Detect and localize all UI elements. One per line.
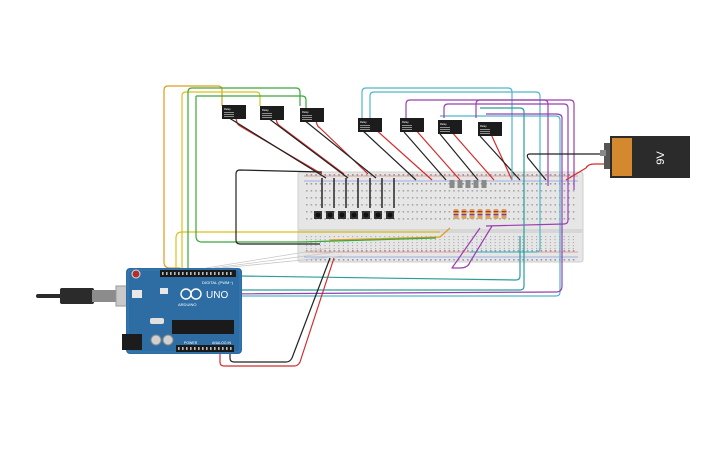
wire-purple-4 — [475, 99, 575, 190]
relay-7[interactable]: Relay — [478, 122, 502, 136]
wire-purple-3 — [209, 113, 563, 295]
battery-label: 9V — [655, 151, 667, 165]
relay-label: Relay — [480, 124, 487, 128]
relay-1[interactable]: Relay — [222, 105, 246, 119]
wire-battery-black — [526, 153, 604, 181]
relay-label: Relay — [440, 122, 447, 126]
resistor-2 — [461, 209, 467, 219]
wire-green-2 — [195, 95, 437, 243]
arduino-uno-board[interactable]: UNO ARDUINO DIGITAL (PWM~) POWER ANALOG … — [122, 268, 242, 354]
pushbutton-7[interactable] — [386, 211, 394, 219]
relay-label: Relay — [302, 110, 309, 114]
wire-cyan-3 — [200, 115, 561, 297]
arduino-digital-label: DIGITAL (PWM~) — [202, 280, 234, 285]
wire-battery-red — [565, 163, 604, 181]
arduino-power-label: POWER — [184, 341, 198, 345]
breadboard-holes — [306, 174, 575, 261]
wire-black-ground — [235, 169, 323, 245]
wire-yellow — [181, 91, 261, 270]
relay-label: Relay — [262, 108, 269, 112]
transistors — [449, 180, 487, 188]
relay-label: Relay — [402, 120, 409, 124]
resistor-1 — [453, 209, 459, 219]
wire-arduino-red — [219, 257, 335, 367]
relay-3[interactable]: Relay — [300, 108, 324, 122]
relay-4[interactable]: Relay — [358, 118, 382, 132]
resistor-5 — [485, 209, 491, 219]
wire-cyan — [361, 87, 513, 180]
relay-label: Relay — [224, 107, 231, 111]
wire-teal — [210, 107, 525, 291]
transistor-4 — [473, 180, 479, 188]
wire-orange — [163, 85, 223, 269]
arduino-analog-label: ANALOG IN — [212, 341, 232, 345]
pushbutton-4[interactable] — [350, 211, 358, 219]
pushbutton-3[interactable] — [338, 211, 346, 219]
usb-cable — [36, 285, 139, 307]
wire-green — [187, 87, 301, 272]
transistor-2 — [457, 180, 463, 188]
wire-orange-2 — [329, 227, 451, 241]
vertical-leads — [321, 178, 395, 208]
resistor-7 — [501, 209, 507, 219]
wire-cyan-2 — [369, 91, 541, 253]
transistor-5 — [481, 180, 487, 188]
relay-6[interactable]: Relay — [438, 120, 462, 134]
resistors — [453, 209, 507, 219]
wire-yellow-2 — [175, 231, 440, 272]
resistor-4 — [477, 209, 483, 219]
wire-arduino-black — [229, 257, 331, 363]
relay-2[interactable]: Relay — [260, 106, 284, 120]
battery-9v[interactable]: 9V — [600, 136, 690, 178]
resistor-6 — [493, 209, 499, 219]
pushbutton-6[interactable] — [374, 211, 382, 219]
transistor-3 — [465, 180, 471, 188]
wire-purple-2 — [443, 103, 569, 227]
transistor-1 — [449, 180, 455, 188]
reset-button[interactable] — [131, 269, 141, 279]
pushbutton-1[interactable] — [314, 211, 322, 219]
wires — [163, 85, 604, 367]
relay-5[interactable]: Relay — [400, 118, 424, 132]
pushbutton-5[interactable] — [362, 211, 370, 219]
wire-purple — [405, 99, 549, 186]
relay-label: Relay — [360, 120, 367, 124]
pushbuttons[interactable] — [314, 211, 394, 219]
microcontroller-chip — [172, 320, 234, 334]
resistor-3 — [469, 209, 475, 219]
arduino-brand: ARDUINO — [178, 302, 196, 307]
pushbutton-2[interactable] — [326, 211, 334, 219]
arduino-model: UNO — [206, 290, 228, 301]
